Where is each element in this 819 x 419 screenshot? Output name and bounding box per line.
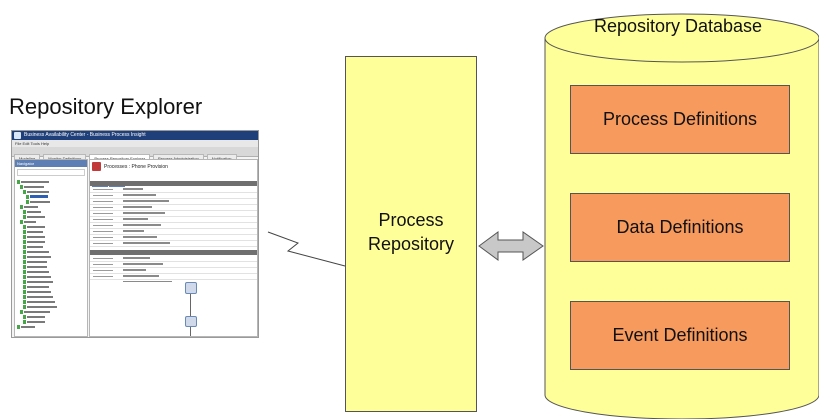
cylinder-top: [544, 13, 819, 63]
repository-explorer-title: Repository Explorer: [9, 94, 203, 119]
process-definitions-box: Process Definitions: [570, 85, 790, 154]
detail-property-row: [90, 241, 257, 247]
diagram-node: [185, 282, 197, 294]
detail-property-row: [90, 262, 257, 268]
detail-property-row: [90, 217, 257, 223]
detail-property-row: [90, 274, 257, 280]
detail-property-row: [90, 205, 257, 211]
data-definitions-box: Data Definitions: [570, 193, 790, 262]
detail-section-header: [90, 181, 257, 186]
detail-diagram: [90, 282, 257, 336]
detail-property-row: [90, 268, 257, 274]
detail-property-row: [90, 193, 257, 199]
screenshot-menubar: File Edit Tools Help: [12, 140, 258, 147]
detail-property-row: [90, 223, 257, 229]
repository-database-title: Repository Database: [593, 16, 763, 36]
detail-section-header: [90, 250, 257, 255]
diagram-node: [185, 316, 197, 327]
detail-property-row: [90, 229, 257, 235]
repository-explorer-screenshot: Business Availability Center - Business …: [11, 130, 259, 338]
detail-header: Processes : Phone Provision: [90, 160, 257, 173]
event-definitions-box: Event Definitions: [570, 301, 790, 370]
detail-property-row: [90, 199, 257, 205]
process-repository-label: Process Repository: [367, 210, 455, 254]
navigator-header: Navigator: [15, 160, 87, 167]
detail-property-row: [90, 235, 257, 241]
screenshot-navigator: Navigator: [14, 159, 88, 337]
process-repository-box: [345, 56, 477, 412]
screenshot-tabbar: ModelingMonitor DefinitionsProcess Repos…: [12, 147, 258, 163]
zigzag-connector: [267, 231, 346, 267]
detail-property-row: [90, 211, 257, 217]
detail-property-row: [90, 256, 257, 262]
double-arrow-icon: [478, 231, 544, 261]
navigator-filter: [17, 169, 85, 176]
screenshot-detail-panel: Processes : Phone Provision: [89, 159, 258, 337]
app-logo-icon: [14, 132, 21, 139]
detail-title: Processes : Phone Provision: [104, 164, 168, 170]
screenshot-titlebar: Business Availability Center - Business …: [12, 131, 258, 140]
process-icon: [92, 162, 101, 171]
detail-property-row: [90, 187, 257, 193]
